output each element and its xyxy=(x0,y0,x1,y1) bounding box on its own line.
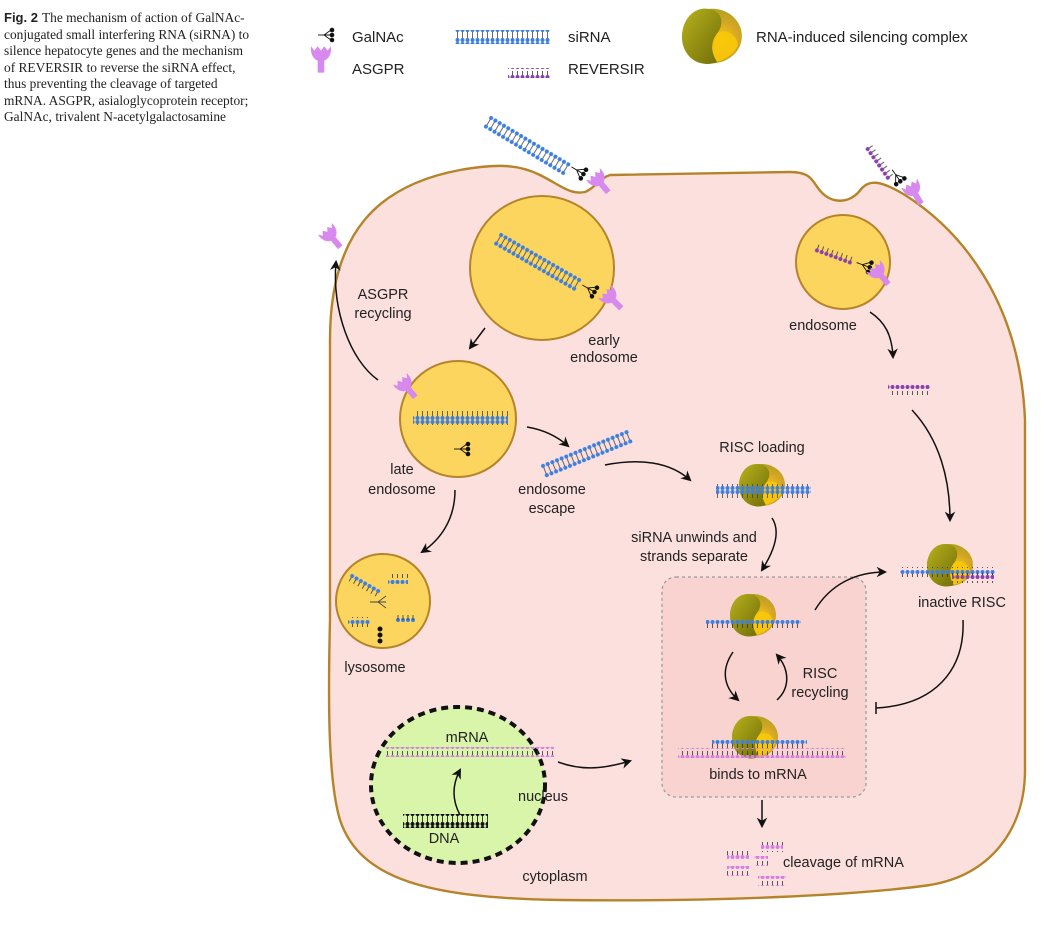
risc-loading-sirna xyxy=(716,484,811,498)
guide-strand xyxy=(706,618,801,628)
cleavage-label: cleavage of mRNA xyxy=(783,855,904,871)
legend: GalNAc ASGPR siRNA REVERSIR RNA-induced … xyxy=(310,8,968,78)
legend-galnac-label: GalNAc xyxy=(352,29,404,46)
sirna-legend-icon xyxy=(455,30,550,44)
figure-label: Fig. 2 xyxy=(4,10,38,25)
legend-asgpr-label: ASGPR xyxy=(352,61,405,78)
asgpr-recycling-label-2: recycling xyxy=(354,306,411,322)
binding-arrow xyxy=(724,651,740,702)
unwinds-label-1: siRNA unwinds and xyxy=(631,530,757,546)
galnac-legend-icon xyxy=(317,27,335,43)
risc-recycling-arrow xyxy=(775,653,788,701)
early-endosome-label-2: endosome xyxy=(570,350,638,366)
late-endosome-label-2: endosome xyxy=(368,482,436,498)
figure-caption-text: The mechanism of action of GalNAc-conjug… xyxy=(4,10,250,124)
early-to-late-arrow xyxy=(468,327,486,350)
dna-label: DNA xyxy=(429,831,460,847)
lysosome-degraded-fragments xyxy=(346,573,415,644)
to-inactive-risc-arrow xyxy=(814,566,888,611)
inactive-risc-reversir xyxy=(952,573,994,583)
to-risc-loading-arrow xyxy=(604,461,692,482)
mrna-export-arrow xyxy=(557,758,633,769)
binds-mrna-label: binds to mRNA xyxy=(709,767,807,783)
endosome-escape-label-2: escape xyxy=(529,501,576,517)
legend-reversir-label: REVERSIR xyxy=(568,61,645,78)
lysosome xyxy=(335,553,431,649)
target-mrna xyxy=(678,748,846,758)
reversir-endosome-content xyxy=(813,243,896,291)
asgpr-legend-icon xyxy=(310,46,332,73)
nuclear-mrna xyxy=(386,747,554,757)
unwind-arrow xyxy=(760,517,777,572)
reversir-release-arrow xyxy=(869,311,898,360)
late-endosome-label-1: late xyxy=(390,462,413,478)
reversir-legend-icon xyxy=(508,68,550,78)
incoming-sirna-conjugate xyxy=(482,115,616,199)
recycled-asgpr-icon xyxy=(317,222,348,254)
mrna-fragments xyxy=(727,842,786,886)
early-endosome-label-1: early xyxy=(588,333,620,349)
bound-guide-strand xyxy=(712,740,807,750)
inactive-risc-label: inactive RISC xyxy=(918,595,1006,611)
escaped-sirna xyxy=(540,429,634,478)
transcription-arrow xyxy=(451,768,461,816)
legend-sirna-label: siRNA xyxy=(568,29,611,46)
cytoplasm-label: cytoplasm xyxy=(522,869,587,885)
legend-risc-label: RNA-induced silencing complex xyxy=(756,29,968,46)
lysosome-label: lysosome xyxy=(344,660,405,676)
reversir-to-risc-arrow xyxy=(911,409,956,523)
dna-strand xyxy=(403,814,488,828)
endosome-escape-label-1: endosome xyxy=(518,482,586,498)
risc-loading-label: RISC loading xyxy=(719,440,804,456)
risc-legend-icon xyxy=(682,8,742,64)
early-endosome-sirna xyxy=(492,232,628,315)
mrna-label: mRNA xyxy=(446,730,489,746)
risc-recycling-label-2: recycling xyxy=(791,685,848,701)
asgpr-recycling-arrow xyxy=(330,259,379,381)
risc-recycling-label-1: RISC xyxy=(803,666,838,682)
endosome-label: endosome xyxy=(789,318,857,334)
asgpr-recycling-label-1: ASGPR xyxy=(358,287,409,303)
late-endosome-sirna xyxy=(413,411,508,425)
inactive-risc-guide xyxy=(900,567,995,577)
late-to-lysosome-arrow xyxy=(420,489,456,554)
unwinds-label-2: strands separate xyxy=(640,549,748,565)
incoming-reversir-conjugate xyxy=(863,143,929,209)
inhibition-line xyxy=(875,619,964,709)
endosome-escape-arrow xyxy=(526,426,570,448)
free-reversir xyxy=(888,385,930,395)
nucleus-label: nucleus xyxy=(518,789,568,805)
